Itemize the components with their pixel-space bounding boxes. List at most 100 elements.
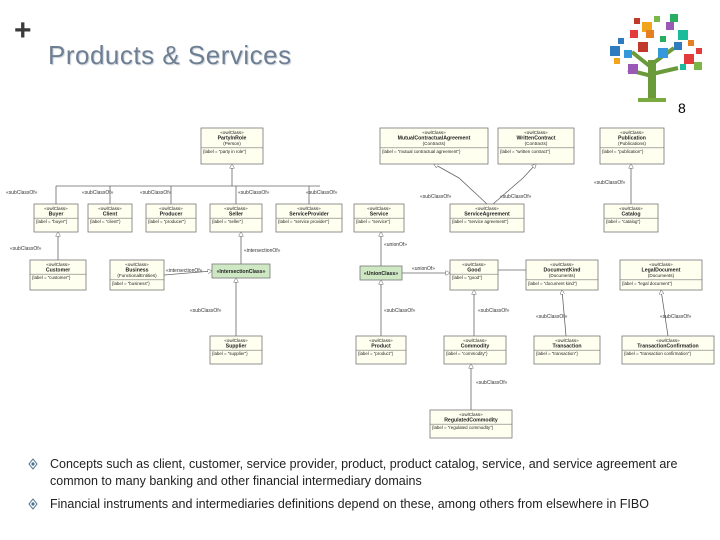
edge-label: «subClassOf» (238, 190, 270, 196)
class-box-UnionClass: «UnionClass» (359, 265, 403, 281)
bullet-text: Financial instruments and intermediaries… (50, 497, 649, 511)
edge-label: «subClassOf» (478, 308, 510, 314)
class-box-WrittenContract: «owlClass»WrittenContract(Contracts){lab… (497, 127, 575, 165)
class-box-stereo: «owlClass» (475, 206, 499, 211)
edge-label: «subClassOf» (476, 380, 508, 386)
edge-label: «subClassOf» (6, 190, 38, 196)
class-box-stereo: «owlClass» (125, 262, 149, 267)
class-box-name: DocumentKind (544, 268, 581, 274)
class-box-Client: «owlClass»Client{label = "client"} (87, 203, 133, 233)
class-box-parent: (Publications) (618, 141, 646, 146)
class-box-label: {label = "catalog"} (606, 219, 641, 224)
class-box-label: {label = "party in role"} (203, 149, 247, 154)
class-box-IntersectionClass: «IntersectionClass» (211, 263, 271, 279)
edge-label: «subClassOf» (140, 190, 172, 196)
class-box-stereo: «owlClass» (524, 130, 548, 135)
class-box-MutualContractualAgreement: «owlClass»MutualContractualAgreement(Con… (379, 127, 489, 165)
class-box-name: LegalDocument (642, 268, 681, 274)
add-section-icon: + (14, 14, 32, 47)
class-box-stereo: «owlClass» (656, 338, 680, 343)
class-box-stereo: «owlClass» (422, 130, 446, 135)
page-title: Products & Services (48, 40, 292, 70)
class-box-Catalog: «owlClass»Catalog{label = "catalog"} (603, 203, 659, 233)
class-box-ServiceProvider: «owlClass»ServiceProvider{label = "servi… (275, 203, 343, 233)
class-box-name: Product (371, 344, 391, 350)
class-box-parent: (Contracts) (525, 141, 548, 146)
class-box-name: «IntersectionClass» (216, 269, 265, 275)
class-box-name: RegulatedCommodity (444, 418, 498, 424)
class-box-Supplier: «owlClass»Supplier{label = "supplier"} (209, 335, 263, 365)
class-box-label: {label = "publication"} (602, 149, 644, 154)
class-box-stereo: «owlClass» (369, 338, 393, 343)
slide-number: 8 (678, 100, 686, 116)
class-box-label: {label = "service"} (356, 219, 391, 224)
class-box-name: MutualContractualAgreement (398, 136, 471, 142)
edge-label: «subClassOf» (594, 180, 626, 186)
edge-label: «subClassOf» (420, 194, 452, 200)
class-box-label: {label = "supplier"} (212, 351, 248, 356)
edge-sa-to-mca (434, 164, 488, 205)
class-box-label: {label = "commodity"} (446, 351, 488, 356)
class-box-stereo: «owlClass» (463, 338, 487, 343)
class-box-parent: (FunctionalEntities) (117, 273, 157, 278)
edge-sa-to-wc (492, 164, 536, 205)
class-box-label: {label = "business"} (112, 281, 150, 286)
class-box-stereo: «owlClass» (46, 262, 70, 267)
edge-label: «subClassOf» (10, 246, 42, 252)
diamond-bullet-icon (28, 498, 38, 510)
class-box-name: Publication (618, 136, 646, 142)
class-box-name: Transaction (552, 344, 581, 350)
class-box-name: WrittenContract (516, 136, 555, 142)
class-box-stereo: «owlClass» (649, 262, 673, 267)
class-box-name: Supplier (226, 344, 247, 350)
class-box-name: Producer (160, 212, 183, 218)
class-box-stereo: «owlClass» (555, 338, 579, 343)
class-box-Publication: «owlClass»Publication(Publications){labe… (599, 127, 665, 165)
class-box-label: {label = "customer"} (32, 275, 71, 280)
class-box-name: ServiceAgreement (464, 212, 510, 218)
edge-label: «subClassOf» (306, 190, 338, 196)
class-box-label: {label = "service provider"} (278, 219, 330, 224)
class-box-label: {label = "transaction confirmation"} (624, 351, 691, 356)
class-box-name: Seller (229, 212, 243, 218)
class-box-stereo: «owlClass» (619, 206, 643, 211)
class-box-Seller: «owlClass»Seller{label = "seller"} (209, 203, 263, 233)
class-box-name: Customer (46, 268, 70, 274)
edge-tc-to-legal (661, 290, 669, 337)
class-box-label: {label = "document kind"} (528, 281, 577, 286)
edge-label: «intersectionOf» (166, 268, 203, 274)
class-box-parent: (Documents) (648, 273, 675, 278)
class-box-parent: (Documents) (549, 273, 576, 278)
class-box-Commodity: «owlClass»Commodity{label = "commodity"} (443, 335, 507, 365)
class-box-name: Buyer (49, 212, 64, 218)
bullet-item-2: Financial instruments and intermediaries… (24, 496, 704, 513)
class-box-name: Client (103, 212, 118, 218)
class-box-Transaction: «owlClass»Transaction{label = "transacti… (533, 335, 601, 365)
class-box-name: Business (125, 268, 148, 274)
bullet-text: Concepts such as client, customer, servi… (50, 457, 678, 488)
diamond-bullet-icon (28, 458, 38, 470)
class-box-PartyInRole: «owlClass»PartyInRole(Person){label = "p… (200, 127, 264, 165)
class-box-stereo: «owlClass» (297, 206, 321, 211)
class-box-stereo: «owlClass» (550, 262, 574, 267)
class-box-Buyer: «owlClass»Buyer{label = "buyer"} (33, 203, 79, 233)
class-box-name: TransactionConfirmation (637, 344, 698, 350)
class-box-label: {label = "seller"} (212, 219, 243, 224)
class-box-parent: (Person) (223, 141, 241, 146)
edge-label: «unionOf» (384, 242, 407, 248)
class-box-stereo: «owlClass» (367, 206, 391, 211)
class-box-LegalDocument: «owlClass»LegalDocument(Documents){label… (619, 259, 703, 291)
class-box-label: {label = "mutual contractual agreement"} (382, 149, 461, 154)
edge-label: «subClassOf» (190, 308, 222, 314)
bullet-item-1: Concepts such as client, customer, servi… (24, 456, 704, 490)
class-box-Business: «owlClass»Business(FunctionalEntities) {l… (109, 259, 165, 291)
class-box-stereo: «owlClass» (44, 206, 68, 211)
class-box-stereo: «owlClass» (224, 338, 248, 343)
class-box-Customer: «owlClass»Customer{label = "customer"} (29, 259, 87, 291)
class-box-name: Good (467, 268, 481, 274)
class-box-label: {label = "regulated commodity"} (432, 425, 494, 430)
class-box-name: Service (370, 212, 389, 218)
class-box-stereo: «owlClass» (459, 412, 483, 417)
class-box-stereo: «owlClass» (98, 206, 122, 211)
ontology-diagram: «subClassOf» «subClassOf» «subClassOf» «sub… (6, 127, 715, 439)
